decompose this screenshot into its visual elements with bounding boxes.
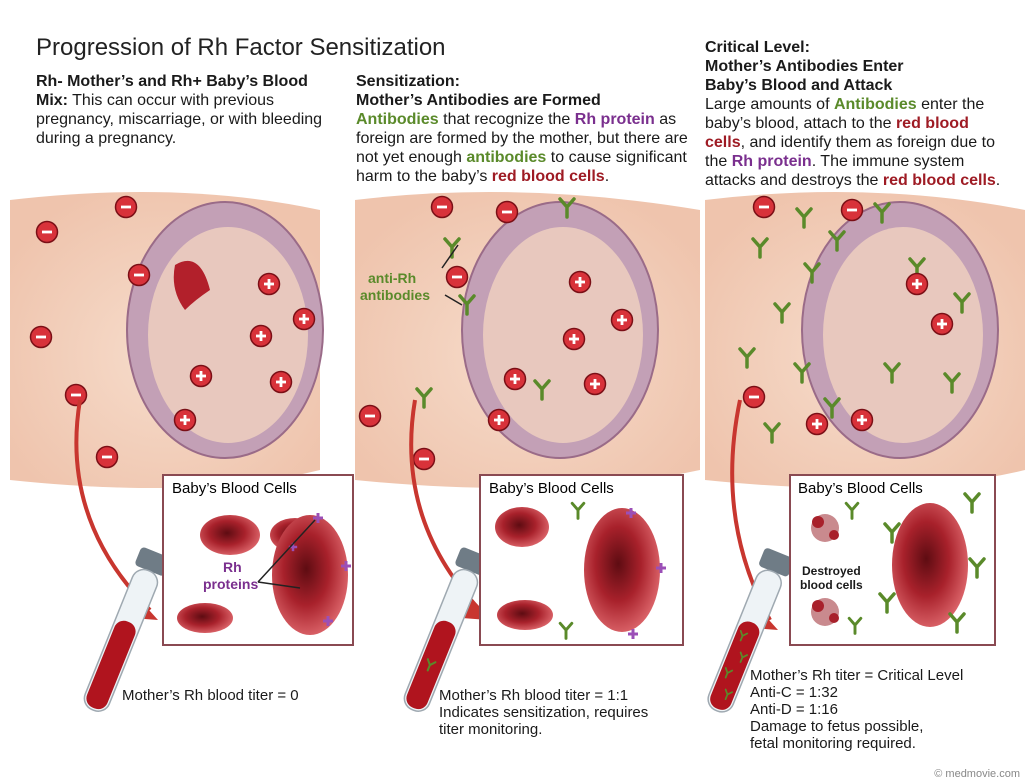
destroyed-cells-label-line2: blood cells: [800, 578, 863, 592]
antibody-label-line2: antibodies: [360, 287, 430, 303]
panel1-caption: Mother’s Rh blood titer = 0: [122, 687, 299, 704]
panel3-caption-line2: Anti-C = 1:32: [750, 684, 963, 701]
panel3-caption-line5: fetal monitoring required.: [750, 735, 963, 752]
panel2-box-title: Baby’s Blood Cells: [489, 480, 614, 497]
panel2-caption-line1: Mother’s Rh blood titer = 1:1: [439, 687, 648, 704]
destroyed-cells-label-line1: Destroyed: [802, 564, 861, 578]
panel3-box-title: Baby’s Blood Cells: [798, 480, 923, 497]
panel2-caption-line2: Indicates sensitization, requires: [439, 704, 648, 721]
panel3-caption-line4: Damage to fetus possible,: [750, 718, 963, 735]
panel2-caption: Mother’s Rh blood titer = 1:1 Indicates …: [439, 687, 648, 738]
fetus-shape: [483, 227, 643, 443]
destroyed-cell-1: [811, 514, 839, 542]
panel1-blood-cells-box: [163, 475, 353, 645]
panel3-caption-line3: Anti-D = 1:16: [750, 701, 963, 718]
panel2-caption-line3: titer monitoring.: [439, 721, 648, 738]
panel2-blood-cells-box: [480, 475, 683, 645]
panel3-blood-cells-box: [790, 475, 995, 645]
destroyed-cell-2: [811, 598, 839, 626]
panel1-box-title: Baby’s Blood Cells: [172, 480, 297, 497]
panel3-caption: Mother’s Rh titer = Critical Level Anti-…: [750, 667, 963, 752]
fetus-shape: [148, 227, 308, 443]
panel3-caption-line1: Mother’s Rh titer = Critical Level: [750, 667, 963, 684]
rh-proteins-label-line2: proteins: [203, 576, 258, 592]
antibody-label-line1: anti-Rh: [368, 270, 416, 286]
fetus-shape: [823, 227, 983, 443]
rh-proteins-label-line1: Rh: [223, 559, 242, 575]
copyright-notice: © medmovie.com: [934, 768, 1020, 780]
